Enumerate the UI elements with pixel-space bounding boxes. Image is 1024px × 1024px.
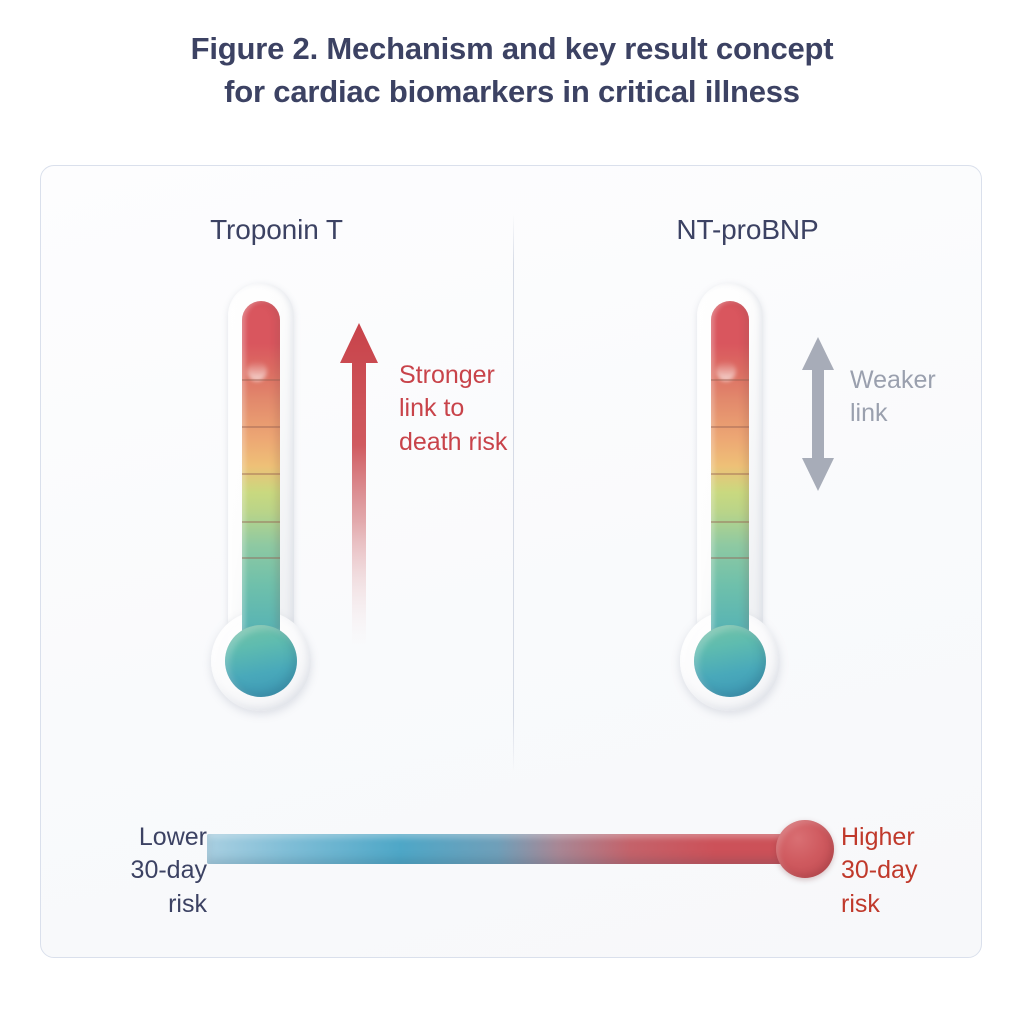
arrow-up-icon [340,323,378,644]
page-title: Figure 2. Mechanism and key result conce… [0,28,1024,114]
thermometer-gloss-highlight [716,361,736,381]
annotation-text-stronger: Stronger link to death risk [399,361,508,456]
thermometer-fill-bulb [225,625,297,697]
thermometer-fill-tube [711,301,749,631]
thermometer-nt-probnp [680,283,780,735]
figure-card: Troponin T [40,165,982,958]
arrow-up-down-icon [802,337,834,491]
thermometer-tick [242,473,280,475]
risk-gradient-bar[interactable] [207,834,812,864]
annotation-stronger-link: Stronger link to death risk [337,321,507,646]
thermometer-tick [242,521,280,523]
annotation-text-weaker: Weaker link [850,366,936,428]
risk-scale-knob[interactable] [776,820,834,878]
risk-scale: Lower 30-day risk Higher 30-day risk [41,791,983,941]
thermometer-tick [711,557,749,559]
thermometer-troponin-t [211,283,311,735]
thermometer-fill-tube [242,301,280,631]
thermometer-tick [711,379,749,381]
panel-divider [513,214,514,772]
thermometer-tick [711,426,749,428]
panel-label-troponin-t: Troponin T [210,214,343,245]
panel-nt-probnp: NT-proBNP Weaker link [512,166,983,786]
panel-troponin-t: Troponin T [41,166,512,786]
title-line-1: Figure 2. Mechanism and key result conce… [190,31,834,66]
annotation-weaker-link: Weaker link [798,334,936,494]
thermometer-tick [711,521,749,523]
scale-label-lower-risk: Lower 30-day risk [130,823,207,918]
thermometer-gloss-highlight [247,361,267,381]
thermometer-tick [242,426,280,428]
scale-label-higher-risk: Higher 30-day risk [841,823,918,918]
thermometer-tick [711,473,749,475]
panel-label-nt-probnp: NT-proBNP [676,214,819,245]
thermometer-tick [242,379,280,381]
thermometer-tick [242,557,280,559]
thermometer-fill-bulb [694,625,766,697]
title-line-2: for cardiac biomarkers in critical illne… [224,73,800,109]
